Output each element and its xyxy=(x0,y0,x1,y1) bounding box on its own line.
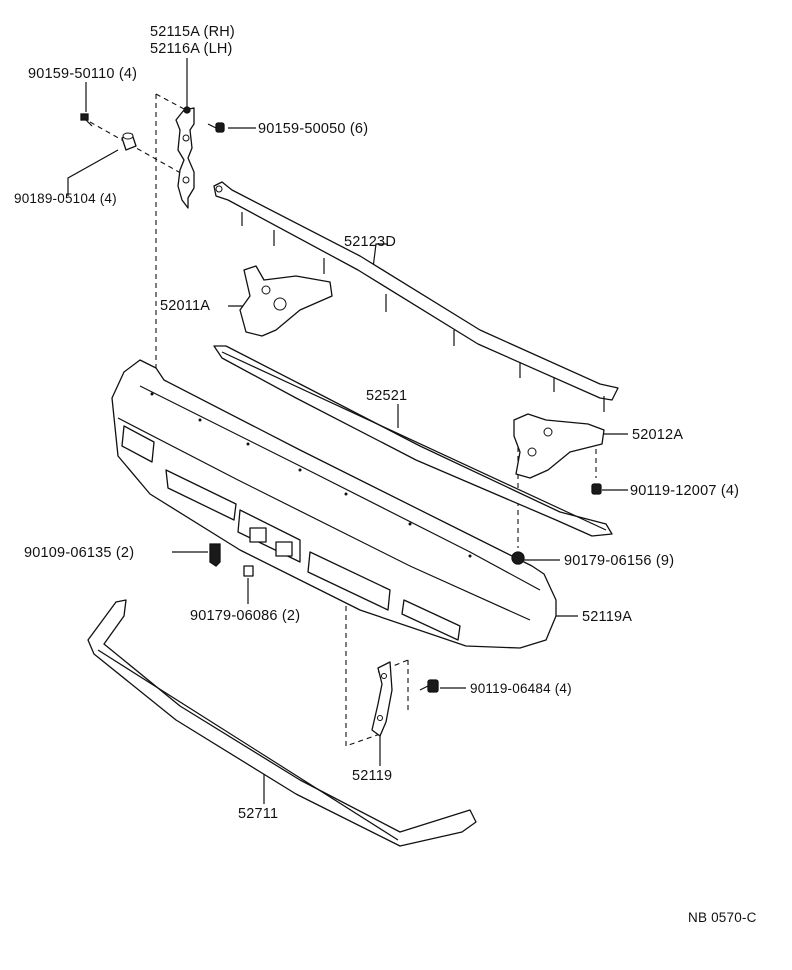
label-bumper-cover: 52119A xyxy=(582,609,633,625)
label-clip-left: 90189-05104 (4) xyxy=(14,191,117,206)
label-upper-bracket-lh: 52116A (LH) xyxy=(150,41,233,57)
bumper-arm-left xyxy=(239,265,333,337)
bumper-cover xyxy=(111,359,557,649)
bumper-arm-right xyxy=(513,413,605,479)
retainer-pins xyxy=(241,212,605,412)
label-lower-bracket: 52119 xyxy=(352,768,393,784)
leader-lines xyxy=(67,58,628,804)
screw-left xyxy=(209,543,221,567)
label-bolt-top-right: 90159-50050 (6) xyxy=(258,121,369,137)
retainer-strip xyxy=(213,181,619,412)
label-bolt-top-left: 90159-50110 (4) xyxy=(28,66,138,82)
label-bolt-lower: 90119-06484 (4) xyxy=(470,681,572,696)
bumper-holes xyxy=(150,392,472,558)
label-reinforcement: 52521 xyxy=(366,388,408,404)
label-retainer: 52123D xyxy=(344,234,396,250)
label-nut-right: 90179-06156 (9) xyxy=(564,553,675,569)
lower-bracket xyxy=(371,661,393,737)
label-bolt-arm-right: 90119-12007 (4) xyxy=(630,483,740,499)
bolt-top-left xyxy=(80,113,93,127)
label-screw-left: 90109-06135 (2) xyxy=(24,545,135,561)
nut-right xyxy=(511,551,525,565)
label-upper-bracket-rh: 52115A (RH) xyxy=(150,24,235,40)
nut-small xyxy=(243,565,254,577)
diagram-reference-code: NB 0570-C xyxy=(688,910,757,925)
label-nut-small: 90179-06086 (2) xyxy=(190,608,301,624)
label-arm-left: 52011A xyxy=(160,298,211,314)
bolt-arm-right xyxy=(591,483,602,495)
bolt-top-right xyxy=(207,122,225,133)
label-arm-right: 52012A xyxy=(632,427,684,443)
label-spoiler: 52711 xyxy=(238,806,279,822)
bolt-lower xyxy=(419,679,439,693)
bumper-openings xyxy=(121,425,461,641)
reinforcement-bar xyxy=(213,345,613,537)
front-spoiler xyxy=(87,599,477,847)
clip-left xyxy=(121,132,137,151)
upper-side-bracket xyxy=(175,106,195,209)
